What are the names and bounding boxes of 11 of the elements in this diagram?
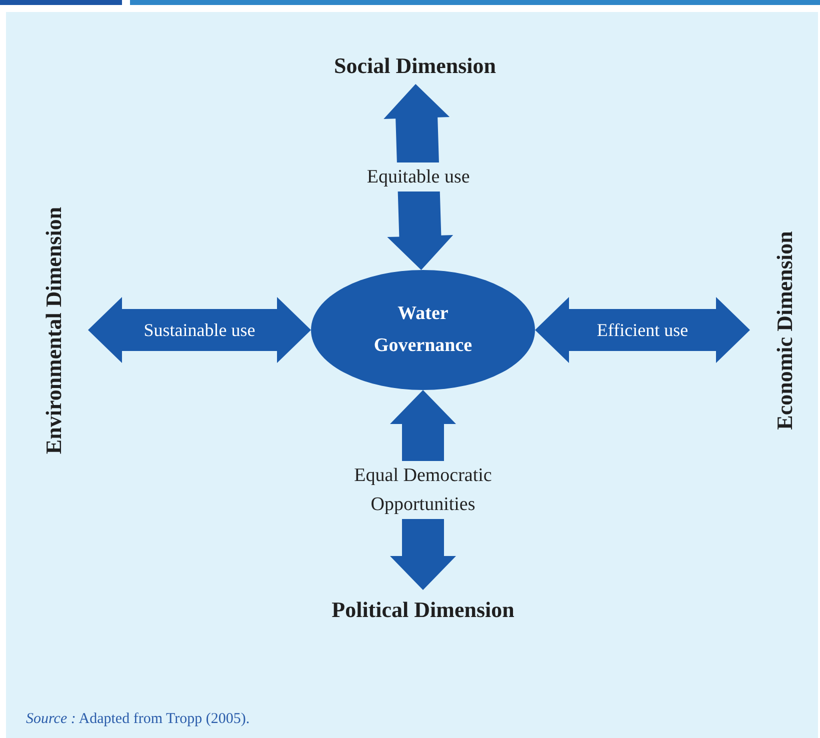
- source-caption: Source : Adapted from Tropp (2005).: [26, 710, 250, 729]
- edge-label: Sustainable use: [144, 319, 256, 341]
- dimension-label: Social Dimension: [334, 52, 496, 80]
- dimension-label: Economic Dimension: [770, 230, 798, 430]
- node-label: Water Governance: [372, 302, 474, 358]
- edge-label: Efficient use: [596, 319, 688, 341]
- double-arrow: [88, 297, 311, 363]
- dimension-label: Political Dimension: [332, 596, 514, 624]
- dimension-label: Environmental Dimension: [40, 206, 68, 454]
- ellipse-node: [311, 270, 535, 390]
- double-arrow: [535, 297, 750, 363]
